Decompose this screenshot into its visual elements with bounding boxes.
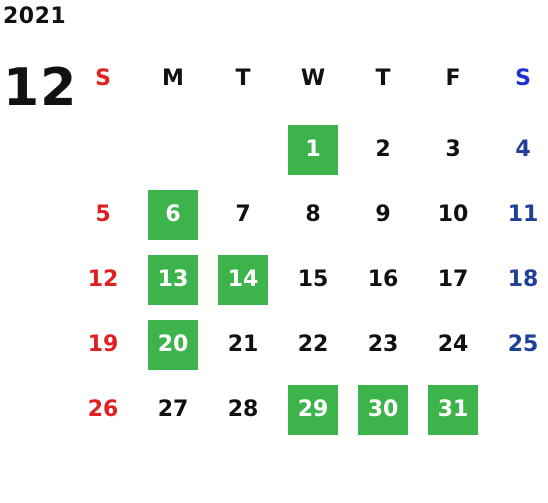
calendar-day-highlighted[interactable]: 29 <box>288 385 338 435</box>
calendar-day[interactable]: 9 <box>375 202 391 227</box>
calendar-day[interactable]: 27 <box>157 397 189 422</box>
weekday-header: F <box>445 66 461 91</box>
weekday-header: S <box>95 66 111 91</box>
calendar-day[interactable]: 25 <box>507 332 539 357</box>
calendar-day-highlighted[interactable]: 20 <box>148 320 198 370</box>
calendar-day[interactable]: 17 <box>437 267 469 292</box>
calendar-day[interactable]: 16 <box>367 267 399 292</box>
calendar-day[interactable]: 15 <box>297 267 329 292</box>
calendar-day[interactable]: 7 <box>235 202 251 227</box>
calendar-day[interactable]: 24 <box>437 332 469 357</box>
weekday-header: T <box>235 66 251 91</box>
calendar-day-highlighted[interactable]: 31 <box>428 385 478 435</box>
weekday-header: T <box>375 66 391 91</box>
calendar-day[interactable]: 11 <box>507 202 539 227</box>
calendar-day[interactable]: 8 <box>305 202 321 227</box>
calendar-day-highlighted[interactable]: 14 <box>218 255 268 305</box>
calendar-day[interactable]: 3 <box>445 137 461 162</box>
calendar-day[interactable]: 2 <box>375 137 391 162</box>
calendar-day[interactable]: 12 <box>87 267 119 292</box>
calendar-day[interactable]: 22 <box>297 332 329 357</box>
calendar-day[interactable]: 21 <box>227 332 259 357</box>
calendar-day-highlighted[interactable]: 13 <box>148 255 198 305</box>
calendar-day[interactable]: 23 <box>367 332 399 357</box>
calendar-day-highlighted[interactable]: 30 <box>358 385 408 435</box>
calendar-day[interactable]: 4 <box>515 137 531 162</box>
calendar-day-highlighted[interactable]: 1 <box>288 125 338 175</box>
calendar-day-highlighted[interactable]: 6 <box>148 190 198 240</box>
weekday-header: W <box>300 66 326 91</box>
calendar-day[interactable]: 19 <box>87 332 119 357</box>
calendar-month: 12 <box>3 58 78 118</box>
weekday-header: S <box>515 66 531 91</box>
calendar-day[interactable]: 5 <box>95 202 111 227</box>
calendar-day[interactable]: 28 <box>227 397 259 422</box>
calendar-day[interactable]: 18 <box>507 267 539 292</box>
calendar-year: 2021 <box>3 4 67 29</box>
weekday-header: M <box>162 66 184 91</box>
calendar-day[interactable]: 26 <box>87 397 119 422</box>
calendar-day[interactable]: 10 <box>437 202 469 227</box>
